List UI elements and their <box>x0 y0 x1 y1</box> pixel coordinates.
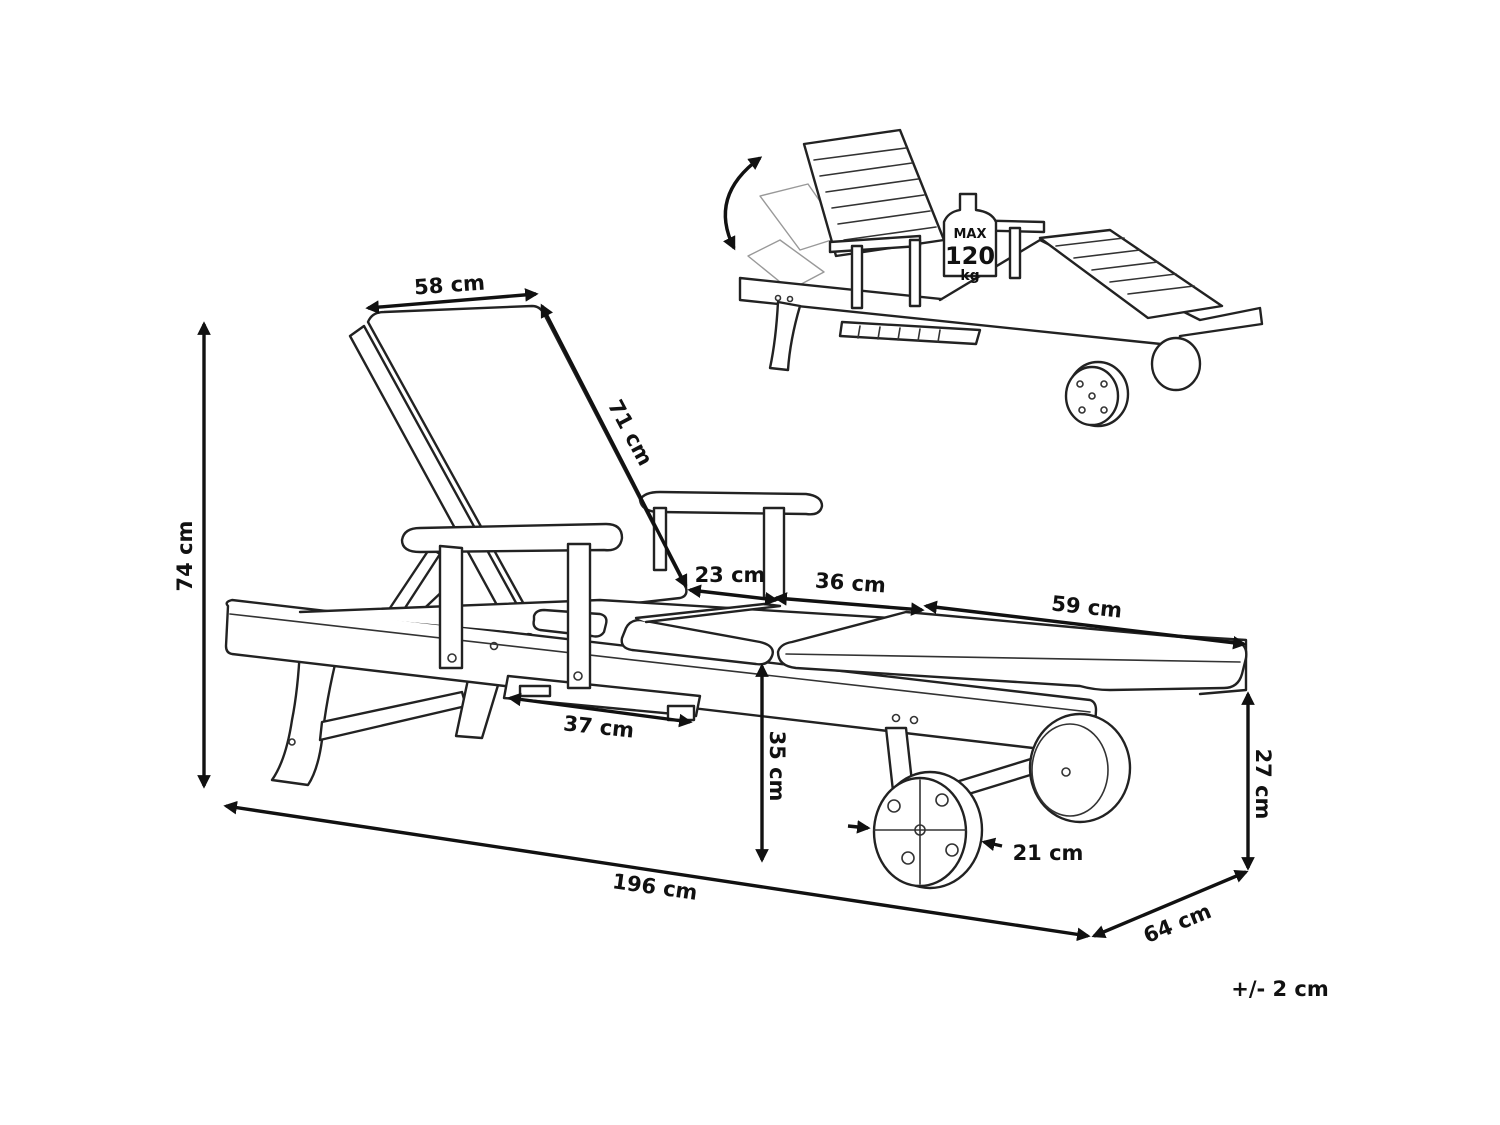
label-wheel-diameter: 21 cm <box>1013 841 1084 865</box>
tolerance-note: +/- 2 cm <box>1231 977 1329 1001</box>
label-tray-length: 37 cm <box>562 711 635 742</box>
max-load-value: 120 <box>945 242 995 270</box>
label-backrest-width: 58 cm <box>413 271 485 300</box>
label-seat-segment-1: 23 cm <box>695 563 766 587</box>
dim-arrow-wheel-right <box>981 837 1003 851</box>
label-seat-segment-3: 59 cm <box>1050 591 1123 622</box>
label-footrest-height: 27 cm <box>1251 749 1275 820</box>
dim-line-total-width <box>1091 869 1249 939</box>
dim-line-backrest-width <box>365 288 539 314</box>
dim-line-seat-segment-2 <box>773 592 925 616</box>
max-load-unit: kg <box>960 268 979 284</box>
label-seat-segment-2: 36 cm <box>814 569 886 598</box>
dim-line-seat-segment-1 <box>687 584 779 606</box>
lounger-thumbnail-drawing: MAX 120 kg <box>723 128 1264 428</box>
dim-line-total-length <box>223 800 1091 942</box>
max-load-weight-icon: MAX 120 kg <box>942 192 998 284</box>
dimension-lines <box>197 288 1255 942</box>
dim-arrow-wheel-left <box>847 820 871 834</box>
label-total-width: 64 cm <box>1140 899 1215 948</box>
label-total-height: 74 cm <box>173 521 197 592</box>
label-seat-height: 35 cm <box>765 731 789 802</box>
dim-line-seat-segment-3 <box>923 600 1247 650</box>
max-load-prefix: MAX <box>953 227 986 242</box>
dim-line-tray-length <box>507 692 693 728</box>
dim-line-backrest-length <box>540 303 688 589</box>
